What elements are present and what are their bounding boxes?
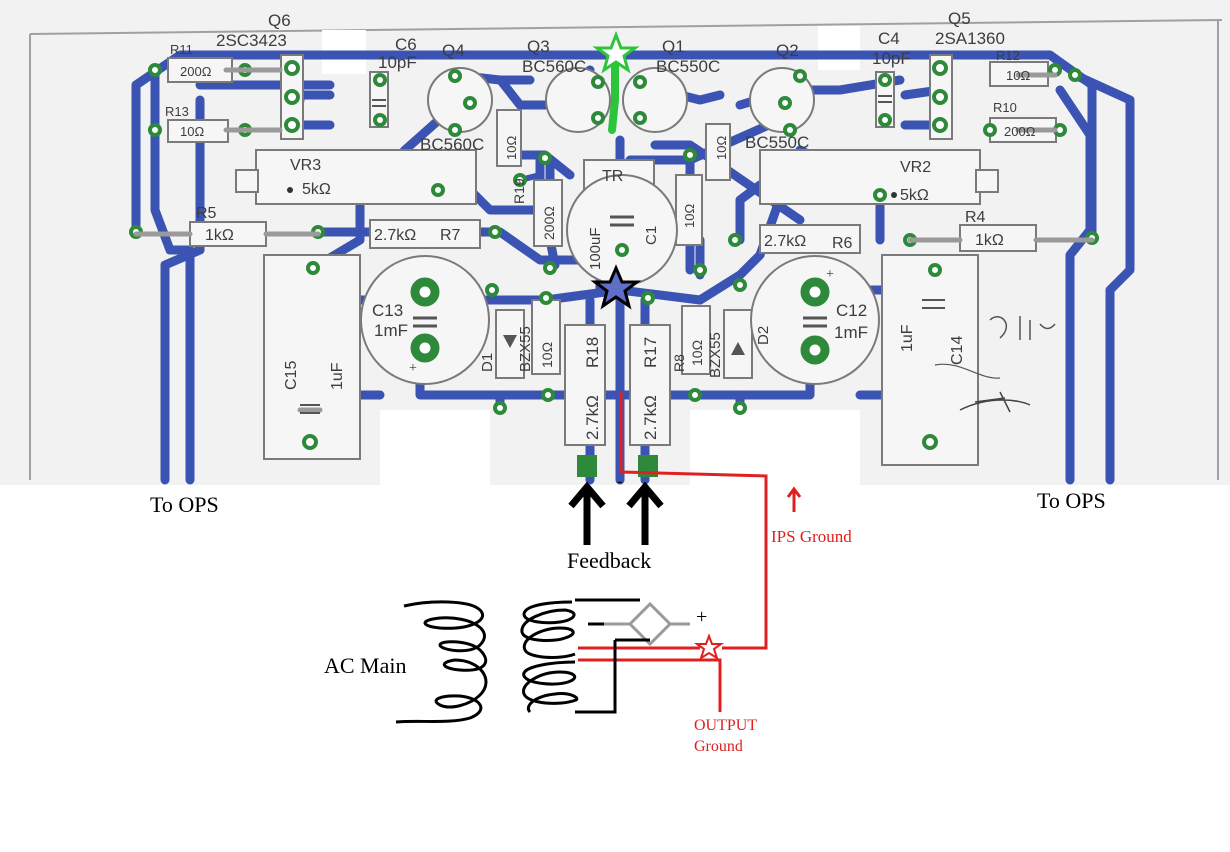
label-r5-ref: R5 bbox=[196, 205, 217, 222]
label-q1-ref: Q1 bbox=[662, 37, 685, 56]
label-r7-ref: R7 bbox=[440, 227, 461, 244]
label-c14-ref: C14 bbox=[949, 336, 966, 365]
label-c12-ref: C12 bbox=[836, 301, 867, 320]
rectifier-plus-label: + bbox=[696, 606, 707, 628]
label-r19-ref: R19 bbox=[511, 178, 527, 204]
pencil-notes bbox=[934, 316, 1056, 413]
star-ground-point bbox=[590, 264, 642, 310]
label-c6-value: 10pF bbox=[378, 53, 417, 72]
label-r22-value: 10Ω bbox=[682, 204, 697, 228]
output-ground-label-line1: OUTPUT bbox=[694, 717, 757, 734]
label-c1-ref: C1 bbox=[643, 226, 660, 245]
label-q1-part: BC550C bbox=[656, 57, 720, 76]
label-q5-ref: Q5 bbox=[948, 9, 971, 28]
label-r10-ref: R10 bbox=[993, 100, 1017, 115]
component-leads bbox=[133, 67, 1095, 414]
input-trace-highlight bbox=[608, 58, 619, 134]
label-r12-value: 10Ω bbox=[1006, 68, 1030, 83]
c13-plus-label: + bbox=[409, 361, 417, 376]
label-q4-part: BC560C bbox=[420, 135, 484, 154]
output-ground-label-line2: Ground bbox=[694, 738, 743, 755]
label-c13-ref: C13 bbox=[372, 301, 403, 320]
to-ops-left-label: To OPS bbox=[150, 492, 219, 517]
label-r8-value: 10Ω bbox=[689, 340, 705, 366]
label-r10-value: 200Ω bbox=[1004, 124, 1036, 139]
silkscreen-labels: Q6 2SC3423 Q5 2SA1360 C6 10pF C4 10pF Q4… bbox=[165, 9, 1036, 440]
label-c15-value: 1uF bbox=[329, 362, 346, 390]
feedback-minus-label: - bbox=[617, 473, 622, 490]
label-vr2-ref: VR2 bbox=[900, 159, 931, 176]
label-r20-value: 10Ω bbox=[504, 136, 519, 160]
label-r17-value: 2.7kΩ bbox=[641, 395, 660, 440]
label-q4-ref: Q4 bbox=[442, 41, 465, 60]
label-r5-value: 1kΩ bbox=[205, 227, 234, 244]
label-r18-ref: R18 bbox=[583, 337, 602, 368]
label-r18-value: 2.7kΩ bbox=[583, 395, 602, 440]
input-ground-star bbox=[592, 30, 640, 74]
label-q2-part: BC550C bbox=[745, 133, 809, 152]
star-markers bbox=[590, 30, 725, 661]
label-c12-value: 1mF bbox=[834, 323, 868, 342]
label-d1-part: BZX55 bbox=[517, 326, 534, 372]
label-q6-part: 2SC3423 bbox=[216, 31, 287, 50]
label-r13-value: 10Ω bbox=[180, 124, 204, 139]
label-r13-ref: R13 bbox=[165, 104, 189, 119]
label-q3-part: BC560C bbox=[522, 57, 586, 76]
label-c15-ref: C15 bbox=[283, 361, 300, 390]
ac-main-label: AC Main bbox=[324, 653, 407, 678]
label-r4-value: 1kΩ bbox=[975, 232, 1004, 249]
feedback-arrows bbox=[568, 481, 664, 545]
label-vr2-value: 5kΩ bbox=[900, 187, 929, 204]
label-q3-ref: Q3 bbox=[527, 37, 550, 56]
label-r6-value: 2.7kΩ bbox=[764, 233, 806, 250]
ground-wiring bbox=[578, 392, 802, 712]
label-r4-ref: R4 bbox=[965, 209, 986, 226]
label-q6-ref: Q6 bbox=[268, 11, 291, 30]
label-c14-value: 1uF bbox=[899, 324, 916, 352]
label-d2-part: BZX55 bbox=[707, 332, 724, 378]
label-r7-value: 2.7kΩ bbox=[374, 227, 416, 244]
pads bbox=[129, 60, 1099, 477]
label-r11-ref: R11 bbox=[170, 42, 193, 57]
label-d2-ref: D2 bbox=[755, 326, 772, 345]
to-ops-right-label: To OPS bbox=[1037, 488, 1106, 513]
label-c1-value: 100uF bbox=[587, 227, 604, 270]
ips-ground-label: IPS Ground bbox=[771, 527, 852, 546]
c12-plus-label: + bbox=[826, 267, 834, 282]
label-c6-ref: C6 bbox=[395, 35, 417, 54]
label-r9-value: 10Ω bbox=[539, 342, 555, 368]
label-q5-part: 2SA1360 bbox=[935, 29, 1005, 48]
label-vr3-value: 5kΩ bbox=[302, 181, 331, 198]
output-ground-star bbox=[693, 633, 725, 661]
label-r6-ref: R6 bbox=[832, 235, 853, 252]
label-r11-value: 200Ω bbox=[180, 64, 212, 79]
label-c13-value: 1mF bbox=[374, 321, 408, 340]
annotation-labels: To OPS To OPS Feedback IPS Ground OUTPUT… bbox=[150, 267, 1106, 755]
label-c4-ref: C4 bbox=[878, 29, 900, 48]
label-tr-ref: TR bbox=[602, 168, 623, 185]
label-c4-value: 10pF bbox=[872, 49, 911, 68]
feedback-label: Feedback bbox=[567, 548, 651, 573]
label-r19-value: 200Ω bbox=[541, 206, 557, 240]
label-q2-ref: Q2 bbox=[776, 41, 799, 60]
label-r12-ref: R12 bbox=[996, 48, 1020, 63]
label-r17-ref: R17 bbox=[641, 337, 660, 368]
label-r8-ref: R8 bbox=[671, 354, 687, 372]
label-r21-value: 10Ω bbox=[714, 136, 729, 160]
label-d1-ref: D1 bbox=[479, 353, 496, 372]
label-vr3-ref: VR3 bbox=[290, 157, 321, 174]
ac-main-sketch bbox=[395, 598, 690, 724]
